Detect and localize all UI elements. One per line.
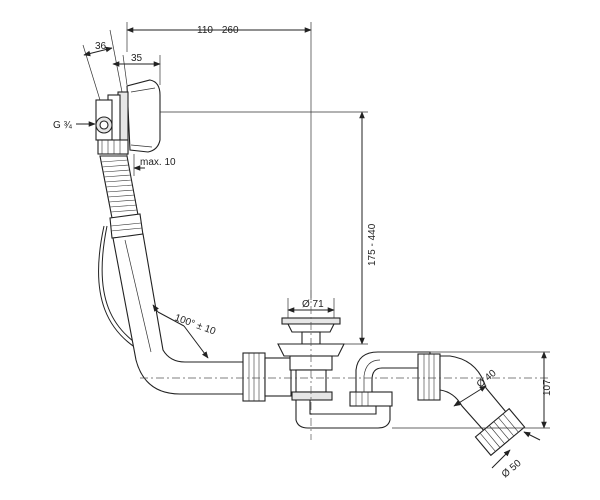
left-union-nut [242, 352, 292, 402]
corrugated-hose [99, 155, 144, 239]
overflow-width-label: 36 [95, 41, 107, 52]
bend-angle-label: 100° ± 10 [173, 312, 217, 337]
dimension-cap-width: 35 [112, 53, 161, 86]
outlet-elbow [439, 355, 526, 457]
wall-max-label: max. 10 [140, 157, 176, 168]
thread-label-group: G ¾ [53, 120, 96, 131]
width-range-label: 110 - 260 [197, 25, 239, 36]
pipe-40-label: Ø 40 [475, 368, 499, 391]
overflow-cap [126, 79, 161, 153]
thread-label: G ¾ [53, 120, 73, 131]
cap-width-label: 35 [131, 53, 143, 64]
dimension-overflow-width: 36 [82, 29, 123, 101]
dimension-trap-height: 107 [392, 351, 553, 429]
drain-diameter-label: Ø 71 [302, 299, 324, 310]
height-range-label: 175 - 440 [367, 223, 378, 266]
overflow-assembly [95, 79, 161, 155]
trap-siphon [295, 351, 431, 429]
pipe-50-label: Ø 50 [500, 458, 524, 481]
dimension-width-range: 110 - 260 [126, 22, 312, 300]
trap-height-label: 107 [542, 379, 553, 396]
overflow-nut [97, 139, 129, 155]
right-union-nut [417, 353, 441, 401]
dimension-height-range: 175 - 440 [160, 111, 378, 345]
outlet-sleeve [474, 407, 526, 457]
